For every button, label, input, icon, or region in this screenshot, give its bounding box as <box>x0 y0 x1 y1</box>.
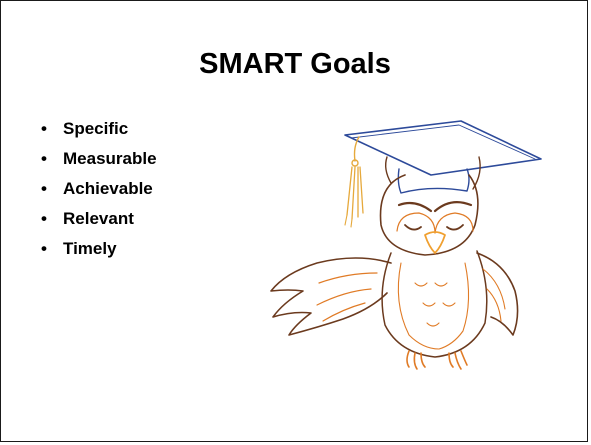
owl-feet <box>406 350 426 370</box>
owl-body <box>381 250 488 358</box>
bullet-text: Specific <box>63 119 129 138</box>
list-item: • Relevant <box>41 207 157 237</box>
list-item: • Measurable <box>41 147 157 177</box>
bullet-text: Timely <box>63 239 117 258</box>
cap-board <box>344 120 542 176</box>
tassel <box>353 136 360 162</box>
bullet-list: • Specific • Measurable • Achievable • R… <box>41 117 157 267</box>
bullet-icon: • <box>41 119 47 138</box>
bullet-icon: • <box>41 179 47 198</box>
list-item: • Specific <box>41 117 157 147</box>
bullet-icon: • <box>41 149 47 168</box>
bullet-icon: • <box>41 239 47 258</box>
bullet-text: Relevant <box>63 209 134 228</box>
list-item: • Timely <box>41 237 157 267</box>
owl-wing-right <box>476 252 519 336</box>
owl-head <box>379 174 479 256</box>
bullet-icon: • <box>41 209 47 228</box>
graduated-owl-icon <box>270 120 542 370</box>
owl-wing-left <box>270 257 392 336</box>
slide-title: SMART Goals <box>199 48 391 80</box>
bullet-text: Measurable <box>63 149 157 168</box>
owl-beak <box>424 231 446 254</box>
list-item: • Achievable <box>41 177 157 207</box>
cap-base <box>397 168 470 194</box>
bullet-text: Achievable <box>63 179 153 198</box>
